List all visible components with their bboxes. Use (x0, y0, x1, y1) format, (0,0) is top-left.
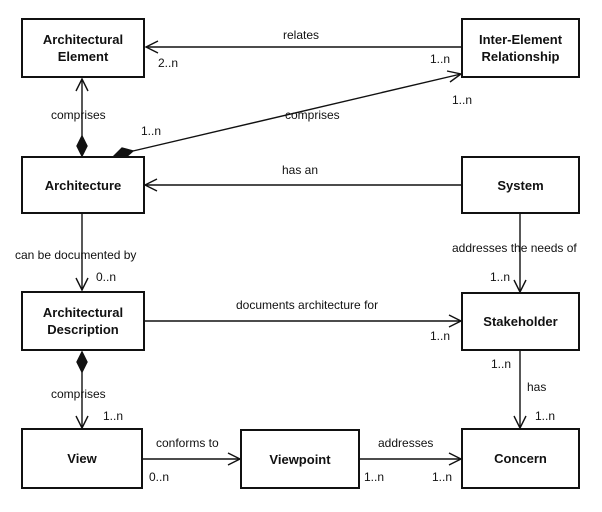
node-inter-element-relationship: Inter-Element Relationship (461, 18, 580, 78)
mult-has-source: 1..n (491, 357, 512, 371)
mult-addresses-needs-target: 1..n (490, 270, 511, 284)
label-comprises-element: comprises (51, 108, 106, 122)
mult-documented-by-target: 0..n (96, 270, 117, 284)
arrowhead-relates (144, 40, 159, 54)
label-has: has (527, 380, 547, 394)
node-architectural-description: Architectural Description (21, 291, 145, 351)
node-view: View (21, 428, 143, 489)
mult-has-target: 1..n (535, 409, 556, 423)
mult-conforms-to-source: 0..n (149, 470, 170, 484)
label-relates: relates (283, 28, 320, 42)
label-conforms-to: conforms to (156, 436, 219, 450)
node-stakeholder: Stakeholder (461, 292, 580, 351)
node-system: System (461, 156, 580, 214)
mult-addresses-source: 1..n (364, 470, 385, 484)
arrowhead-comprises-element (75, 77, 89, 92)
label-has-an: has an (282, 163, 319, 177)
label-documents-for: documents architecture for (236, 298, 379, 312)
mult-addresses-target: 1..n (432, 470, 453, 484)
arrowhead-documented-by (75, 277, 89, 292)
node-concern: Concern (461, 428, 580, 489)
node-architecture: Architecture (21, 156, 145, 214)
edge-comprises-relationship (132, 73, 462, 152)
label-comprises-view: comprises (51, 387, 106, 401)
mult-relates-target: 2..n (158, 56, 179, 70)
arrowhead-has-an (143, 178, 158, 192)
label-comprises-relationship: comprises (285, 108, 340, 122)
node-architectural-element: Architectural Element (21, 18, 145, 78)
mult-comprises-relationship-target: 1..n (452, 93, 473, 107)
diamond-comprises-view (76, 350, 88, 374)
label-addresses-needs: addresses the needs of (452, 241, 577, 255)
mult-documents-for-target: 1..n (430, 329, 451, 343)
mult-relates-source: 1..n (430, 52, 451, 66)
mult-comprises-view-target: 1..n (103, 409, 124, 423)
diamond-comprises-element (76, 134, 88, 158)
mult-comprises-relationship-source: 1..n (141, 124, 162, 138)
label-addresses: addresses (378, 436, 434, 450)
label-documented-by: can be documented by (15, 248, 137, 262)
node-viewpoint: Viewpoint (240, 429, 360, 489)
